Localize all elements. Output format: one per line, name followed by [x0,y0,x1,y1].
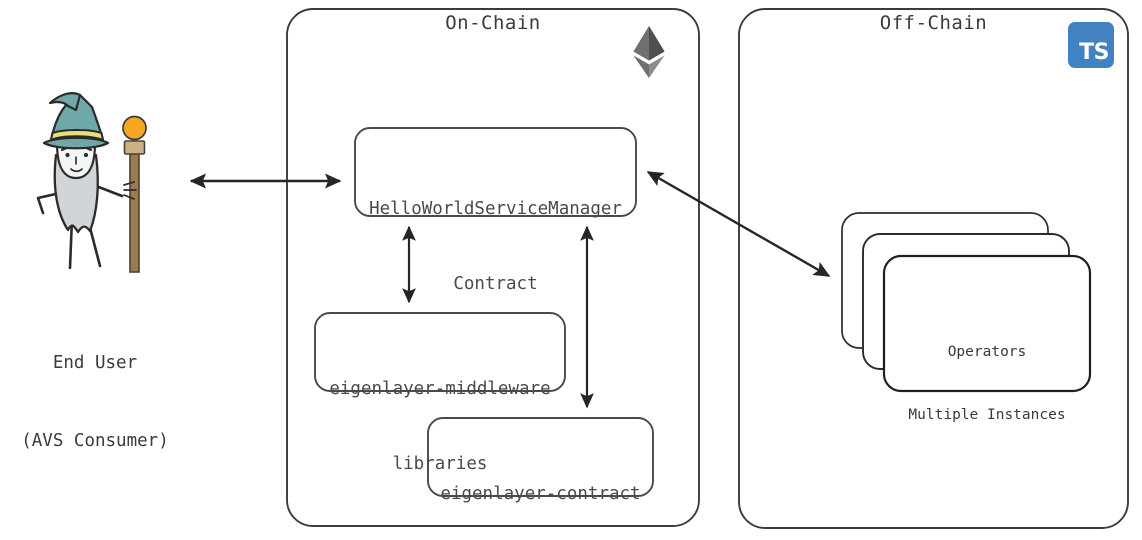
end-user-label-line1: End User [52,353,138,373]
ethereum-logo [633,26,665,78]
node-operators[interactable] [841,212,1092,393]
node-contract-libraries-label: eigenlayer-contract libraries [428,432,653,540]
node-middleware-libraries-box[interactable] [314,312,566,392]
wizard-avatar [36,92,147,273]
node-service-manager[interactable] [354,127,637,217]
end-user-label-line2: (AVS Consumer) [21,431,169,451]
end-user-label: End User (AVS Consumer) [0,298,190,506]
node-operators-line2: Multiple Instances [908,407,1066,423]
node-middleware-libraries-line2: libraries [392,454,488,474]
typescript-logo: TS [1068,22,1114,68]
node-service-manager-label: HelloWorldServiceManager Contract [355,147,636,347]
node-contract-libraries-box[interactable] [427,417,654,497]
typescript-logo-text: TS [1079,40,1109,65]
node-operators-line1: Operators [947,344,1027,360]
operators-card-front[interactable] [882,254,1092,393]
node-middleware-libraries-line1: eigenlayer-middleware [329,379,551,399]
node-contract-libraries[interactable] [427,417,654,497]
connection-service-manager-to-operators [646,170,831,278]
node-operators-label: Operators Multiple Instances [884,300,1090,468]
node-contract-libraries-line1: eigenlayer-contract [440,484,641,504]
node-service-manager-box[interactable] [354,127,637,217]
node-middleware-libraries[interactable] [314,312,566,392]
node-middleware-libraries-label: eigenlayer-middleware libraries [315,327,565,527]
on-chain-title: On-Chain [445,12,541,34]
node-service-manager-line1: HelloWorldServiceManager [369,199,622,219]
off-chain-title: Off-Chain [879,12,988,34]
node-service-manager-line2: Contract [453,274,538,294]
